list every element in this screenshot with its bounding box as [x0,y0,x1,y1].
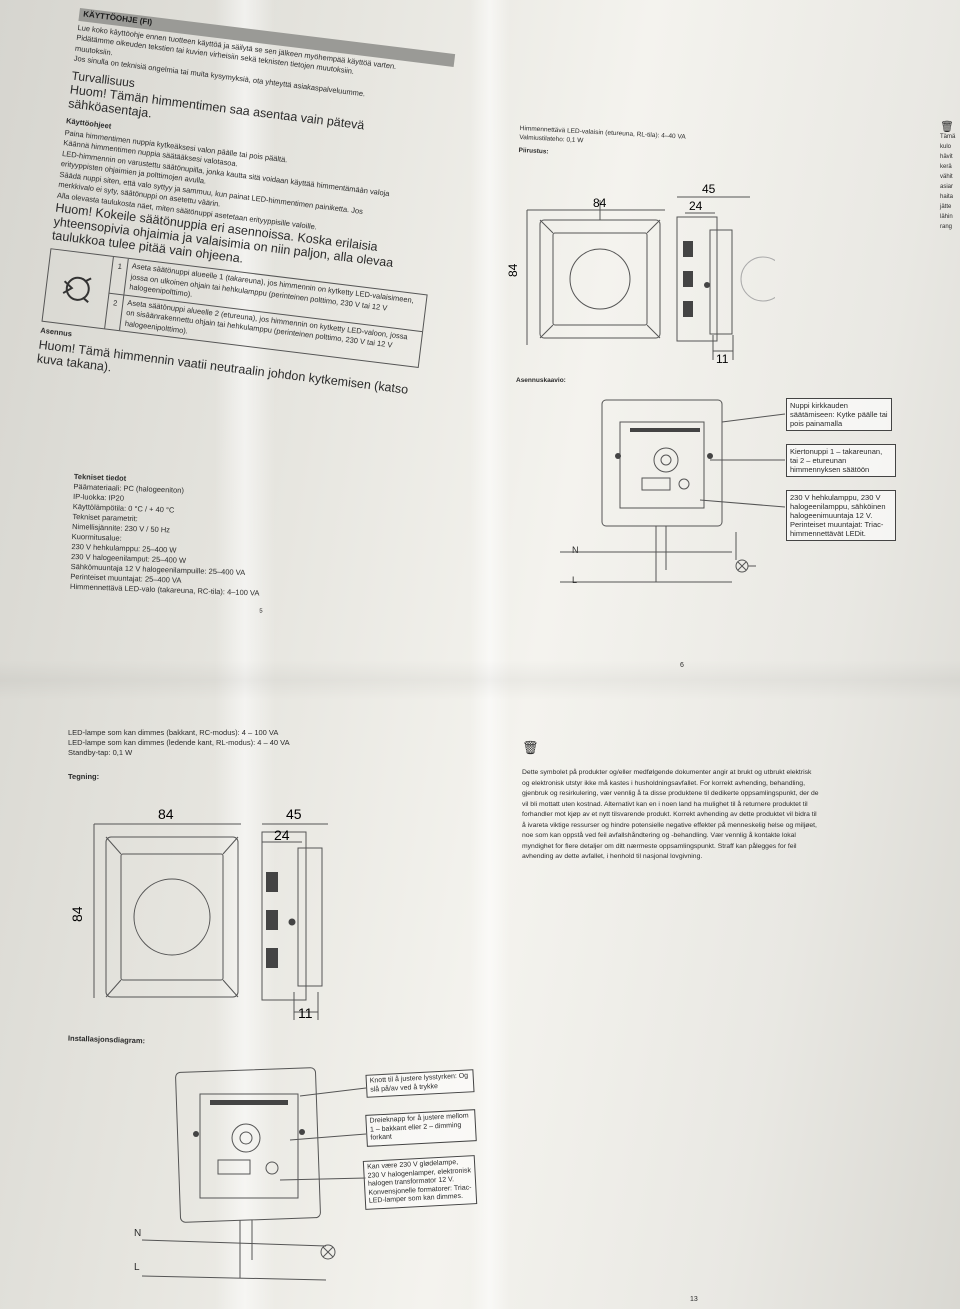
spec-line: Standby-tap: 0,1 W [68,748,133,757]
fi-wiring-diagram [560,399,786,583]
weee-bin-icon: 🗑 [522,740,539,755]
callout-box: Kan være 230 V glødelampe, 230 V halogen… [362,1155,478,1210]
drawing-title: Tegning: [68,772,100,781]
depth2-dimension: 24 [274,827,290,843]
no-spec-lines: LED-lampe som kan dimmes (bakkant, RC-mo… [68,728,388,782]
weee-line: gjenbruk og resirkulering, vær vennlig å… [522,790,819,797]
edge-word: Tämä [940,134,956,140]
depth-dimension: 45 [286,806,302,822]
edge-word: lähin [940,214,953,220]
page-number: 13 [690,1296,698,1303]
edge-word: jätte [940,204,952,210]
wire-l-label: L [134,1262,140,1273]
weee-line: Dette symbolet på produkter og/eller med… [522,769,812,776]
callout-box: Kiertonuppi 1 – takareunan, tai 2 – etur… [786,444,896,477]
wiring-title: Asennuskaavio: [516,377,566,384]
edge-word: vähit [940,174,953,180]
depth2-dimension: 24 [689,199,703,213]
edge-word: hävit [940,154,953,160]
wire-l-label: L [572,575,578,585]
knob-setting-table: 1 Aseta säätönuppi alueelle 1 (takareuna… [41,248,428,368]
edge-word: kerä [940,164,952,170]
weee-line: noe som kan oppstå ved feil avfallshåndt… [522,832,796,839]
finnish-instructions: KÄYTTÖOHJE (FI) Lue koko käyttöohje enne… [36,8,457,411]
weee-line: avhending av dette avfallet, i henhold t… [522,853,703,860]
callout-box: 230 V hehkulamppu, 230 V halogeenilamppu… [786,490,896,541]
spec-line: LED-lampe som kan dimmes (bakkant, RC-mo… [68,728,279,737]
width-dimension: 84 [158,806,174,822]
edge-word: rang [940,224,953,230]
tech-spec-block: Tekniset tiedot Päämateriaali: PC (halog… [69,472,374,620]
depth3-dimension: 11 [298,1005,313,1021]
weee-icon: 🗑 [940,121,954,133]
callout-box: Dreieknapp for å justere mellom 1 – bakk… [365,1109,477,1147]
page-number: 6 [680,662,684,669]
depth3-dimension: 11 [716,352,729,366]
fold-line [215,0,275,1309]
weee-line: vil bli mottatt uten kostnad. Alternativ… [522,800,808,808]
height-dimension: 84 [69,906,85,922]
weee-line: å ivareta viktige ressurser og hindre po… [522,821,817,829]
dial-icon [42,249,114,329]
height-dimension: 84 [506,263,520,277]
wire-n-label: N [134,1228,142,1239]
spec-line: LED-lampe som kan dimmes (ledende kant, … [68,738,290,747]
depth-dimension: 45 [702,182,716,196]
width-dimension: 84 [593,196,607,210]
fold-line [0,660,960,700]
edge-word: kulo [940,144,952,150]
weee-text: Dette symbolet på produkter og/eller med… [522,768,882,863]
edge-word: asiar [940,184,954,190]
fold-line [470,0,510,1309]
edge-word: haita [940,194,954,200]
no-wiring-diagram [141,1067,367,1281]
weee-line: forhandler mot kjøp av et nytt tilsvaren… [522,811,817,818]
cropped-edge-text: 🗑 Tämä kulo hävit kerä vähit asiar haita… [940,122,955,232]
callout-box: Nuppi kirkkauden säätämiseen: Kytke pääl… [786,398,892,431]
weee-line: myndighet for flere detaljer om ditt nær… [522,842,797,850]
wire-n-label: N [572,545,579,555]
fi-dimension-drawing: 84 84 45 24 11 [506,182,775,366]
weee-line: og elektronisk utstyr ikke må kastes i h… [522,779,805,787]
no-dimension-drawing: 84 84 45 24 11 [69,806,328,1021]
